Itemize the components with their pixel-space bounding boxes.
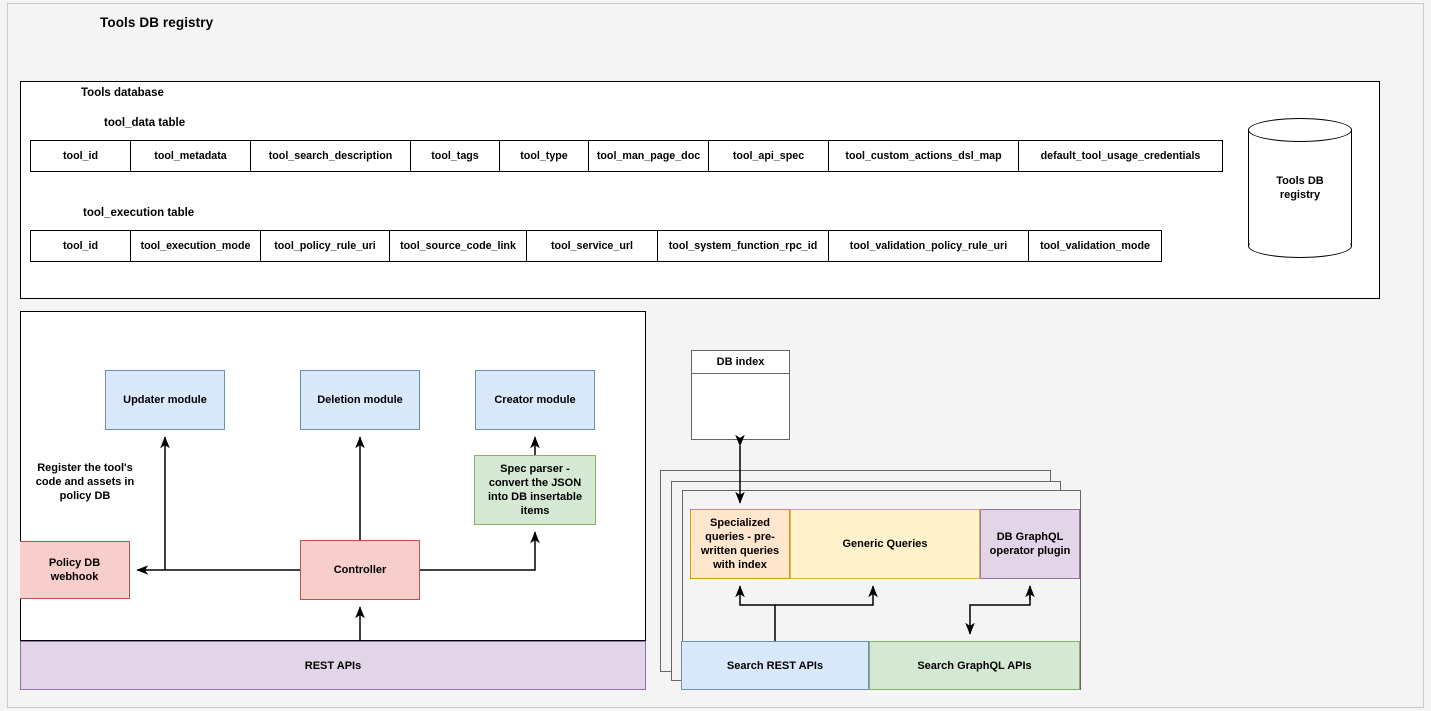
table-column-header: tool_policy_rule_uri	[261, 231, 390, 261]
register-tool-note: Register the tool's code and assets in p…	[35, 462, 135, 502]
tools-database-panel	[20, 81, 1380, 299]
specialized-queries-box[interactable]: Specialized queries - pre-written querie…	[690, 509, 790, 579]
table-column-header: tool_api_spec	[709, 141, 829, 171]
table-column-header: tool_source_code_link	[390, 231, 527, 261]
tools-database-label: Tools database	[81, 87, 164, 99]
deletion-module-box[interactable]: Deletion module	[300, 370, 420, 430]
updater-module-box[interactable]: Updater module	[105, 370, 225, 430]
generic-queries-box[interactable]: Generic Queries	[790, 509, 980, 579]
table-column-header: tool_metadata	[131, 141, 251, 171]
table-column-header: tool_man_page_doc	[589, 141, 709, 171]
table-column-header: tool_search_description	[251, 141, 411, 171]
cylinder-label-line2: registry	[1279, 189, 1321, 201]
tools-db-registry-cylinder: Tools DB registry	[1248, 118, 1352, 258]
cylinder-top	[1248, 118, 1352, 142]
cylinder-body	[1248, 129, 1352, 247]
table-column-header: tool_id	[31, 231, 131, 261]
table-column-header: tool_validation_policy_rule_uri	[829, 231, 1029, 261]
db-graphql-operator-plugin-box[interactable]: DB GraphQL operator plugin	[980, 509, 1080, 579]
tool-data-table-label: tool_data table	[104, 117, 186, 129]
search-rest-apis-box[interactable]: Search REST APIs	[681, 641, 869, 690]
controller-box[interactable]: Controller	[300, 540, 420, 600]
table-column-header: tool_validation_mode	[1040, 240, 1150, 252]
table-column-header: tool_type	[500, 141, 589, 171]
rest-apis-bar[interactable]: REST APIs	[20, 641, 646, 690]
table-column-header: tool_tags	[411, 141, 500, 171]
table-column-header: default_tool_usage_credentials	[1040, 150, 1201, 162]
tool-execution-table-label: tool_execution table	[83, 207, 195, 219]
policy-db-webhook-box[interactable]: Policy DB webhook	[20, 541, 130, 599]
page-title: Tools DB registry	[100, 15, 214, 30]
spec-parser-box[interactable]: Spec parser - convert the JSON into DB i…	[474, 455, 596, 525]
creator-module-box[interactable]: Creator module	[475, 370, 595, 430]
cylinder-label: Tools DB registry	[1248, 174, 1352, 202]
table-column-header: tool_custom_actions_dsl_map	[829, 141, 1019, 171]
db-index-box[interactable]: DB index	[691, 350, 790, 440]
table-column-header: tool_execution_mode	[131, 231, 261, 261]
table-column-header: tool_system_function_rpc_id	[658, 231, 829, 261]
db-index-header: DB index	[692, 351, 789, 374]
table-column-header: tool_id	[31, 141, 131, 171]
table-column-header: tool_service_url	[527, 231, 658, 261]
search-graphql-apis-box[interactable]: Search GraphQL APIs	[869, 641, 1080, 690]
cylinder-label-line1: Tools DB	[1276, 175, 1324, 187]
